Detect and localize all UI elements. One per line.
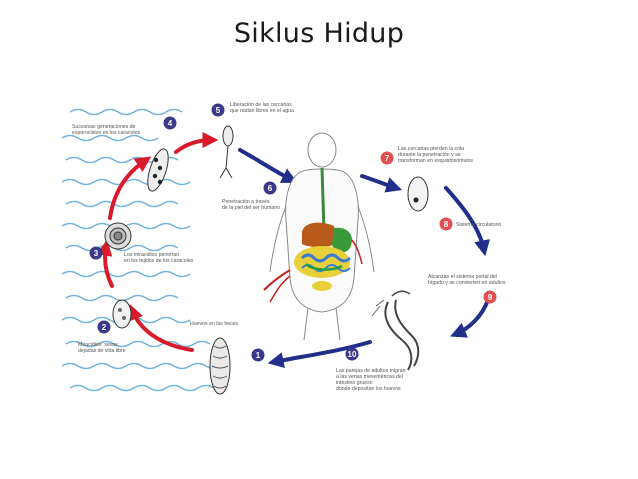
sporocyst-illustration [147,148,169,192]
stage-markers: 1 2 3 4 5 6 7 8 9 10 [89,103,497,362]
svg-text:8: 8 [444,220,449,229]
svg-text:6: 6 [268,184,273,193]
schistosomulum-illustration [407,176,429,212]
snail-illustration [104,222,132,250]
stage-marker-1: 1 [251,348,265,362]
svg-text:10: 10 [348,350,357,359]
svg-text:2: 2 [102,323,107,332]
stage-marker-8: 8 [439,217,453,231]
stage-marker-3: 3 [89,246,103,260]
egg-illustration [209,337,231,395]
cercaria-illustration [219,125,234,179]
caption-stage-1: Huevos en las heces [190,321,239,327]
caption-stage-8: Sistema circulatorio [456,222,501,228]
stage-marker-6: 6 [263,181,277,195]
red-cycle-arrows [96,132,219,352]
stage-marker-10: 10 [345,347,359,361]
stage-marker-2: 2 [97,320,111,334]
adult-worms-illustration [371,290,420,371]
miracidium-illustration [112,299,132,329]
svg-text:7: 7 [385,154,390,163]
svg-text:4: 4 [168,119,173,128]
svg-text:9: 9 [488,293,493,302]
stage-illustrations [104,125,429,395]
human-body-illustration [263,132,375,341]
slide-title: Siklus Hidup [233,18,405,49]
blue-cycle-arrows [238,148,490,368]
svg-text:3: 3 [94,249,99,258]
stage-marker-7: 7 [380,151,394,165]
stage-marker-5: 5 [211,103,225,117]
stage-marker-4: 4 [163,116,177,130]
svg-text:1: 1 [256,351,261,360]
stage-marker-9: 9 [483,290,497,304]
svg-text:5: 5 [216,106,221,115]
